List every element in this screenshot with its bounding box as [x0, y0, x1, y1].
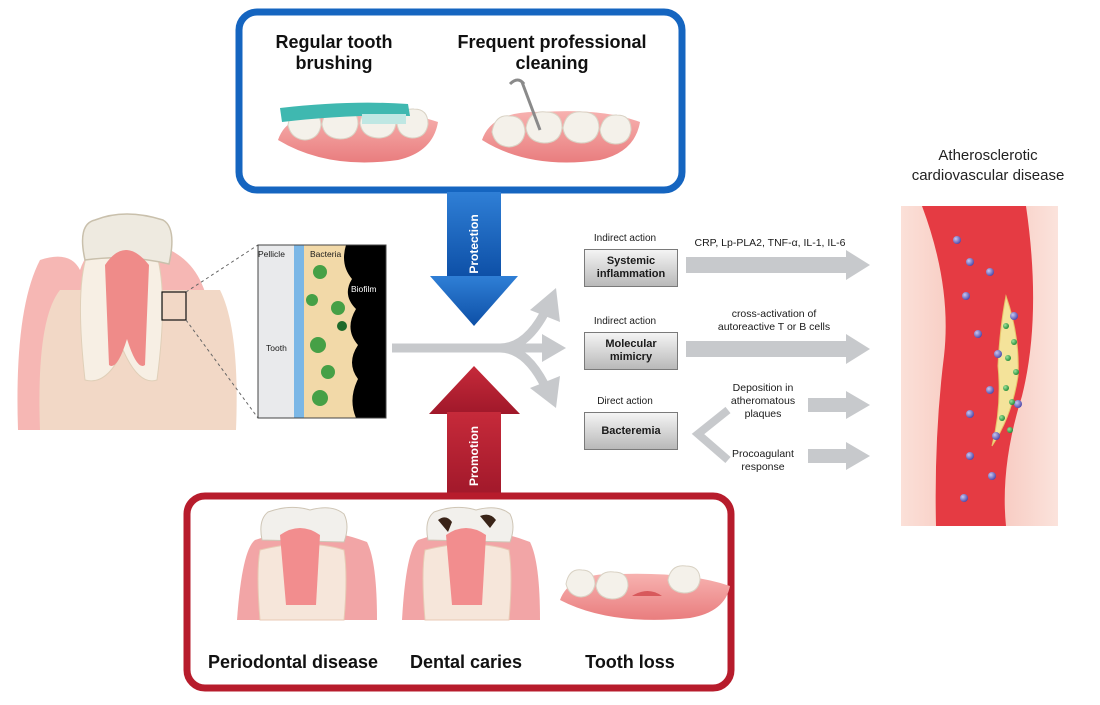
brushing-title: Regular tooth brushing	[275, 32, 393, 73]
biofilm-label: Biofilm	[351, 284, 377, 294]
pathway2-mechanism: Molecular mimicry	[584, 332, 678, 370]
pathway1-mechanism: Systemic inflammation	[584, 249, 678, 287]
promotion-label: Promotion	[467, 426, 481, 486]
tooth-loss-illustration	[560, 565, 730, 620]
vessel-illustration	[901, 206, 1058, 526]
inset-marker	[161, 291, 187, 321]
pathway1-effect: CRP, Lp-PLA2, TNF-α, IL-1, IL-6	[694, 237, 846, 249]
protection-arrow	[430, 192, 518, 326]
tooth-label: Tooth	[266, 343, 287, 353]
pathway3-effect-2: Procoagulant response	[732, 448, 794, 473]
bacteria-cluster	[306, 265, 347, 406]
periodontal-disease-label: Periodontal disease	[207, 652, 379, 672]
periodontal-tooth-illustration	[237, 506, 377, 621]
promotion-label-wrap: Promotion	[460, 416, 488, 496]
bacteremia-bracket	[691, 406, 731, 464]
pathway3-mechanism: Bacteremia	[584, 412, 678, 450]
plaque-bacteria	[999, 323, 1019, 433]
pathway3-effect-1: Deposition in atheromatous plaques	[730, 382, 796, 420]
protection-label-wrap: Protection	[460, 204, 488, 284]
tooth-cross-section-illustration	[17, 213, 237, 430]
protection-label: Protection	[467, 214, 481, 274]
pathway2-effect: cross-activation of autoreactive T or B …	[717, 308, 831, 333]
caries-tooth-illustration	[402, 506, 540, 621]
pathway2-action: Indirect action	[593, 316, 657, 327]
blood-cells	[953, 236, 1022, 502]
pellicle-label: Pellicle	[258, 249, 285, 259]
promotion-arrow	[429, 366, 520, 498]
pathway3-action: Direct action	[597, 396, 653, 407]
bacteria-label: Bacteria	[310, 249, 342, 259]
outcome-title: Atherosclerotic cardiovascular disease	[911, 147, 1065, 184]
effect-arrows	[686, 250, 870, 470]
dental-caries-label: Dental caries	[409, 652, 523, 672]
toothbrush-illustration	[278, 102, 438, 163]
tooth-loss-label: Tooth loss	[585, 652, 675, 672]
dental-cleaning-illustration	[482, 78, 640, 163]
cleaning-title: Frequent professional cleaning	[457, 32, 647, 73]
pathway1-action: Indirect action	[593, 233, 657, 244]
